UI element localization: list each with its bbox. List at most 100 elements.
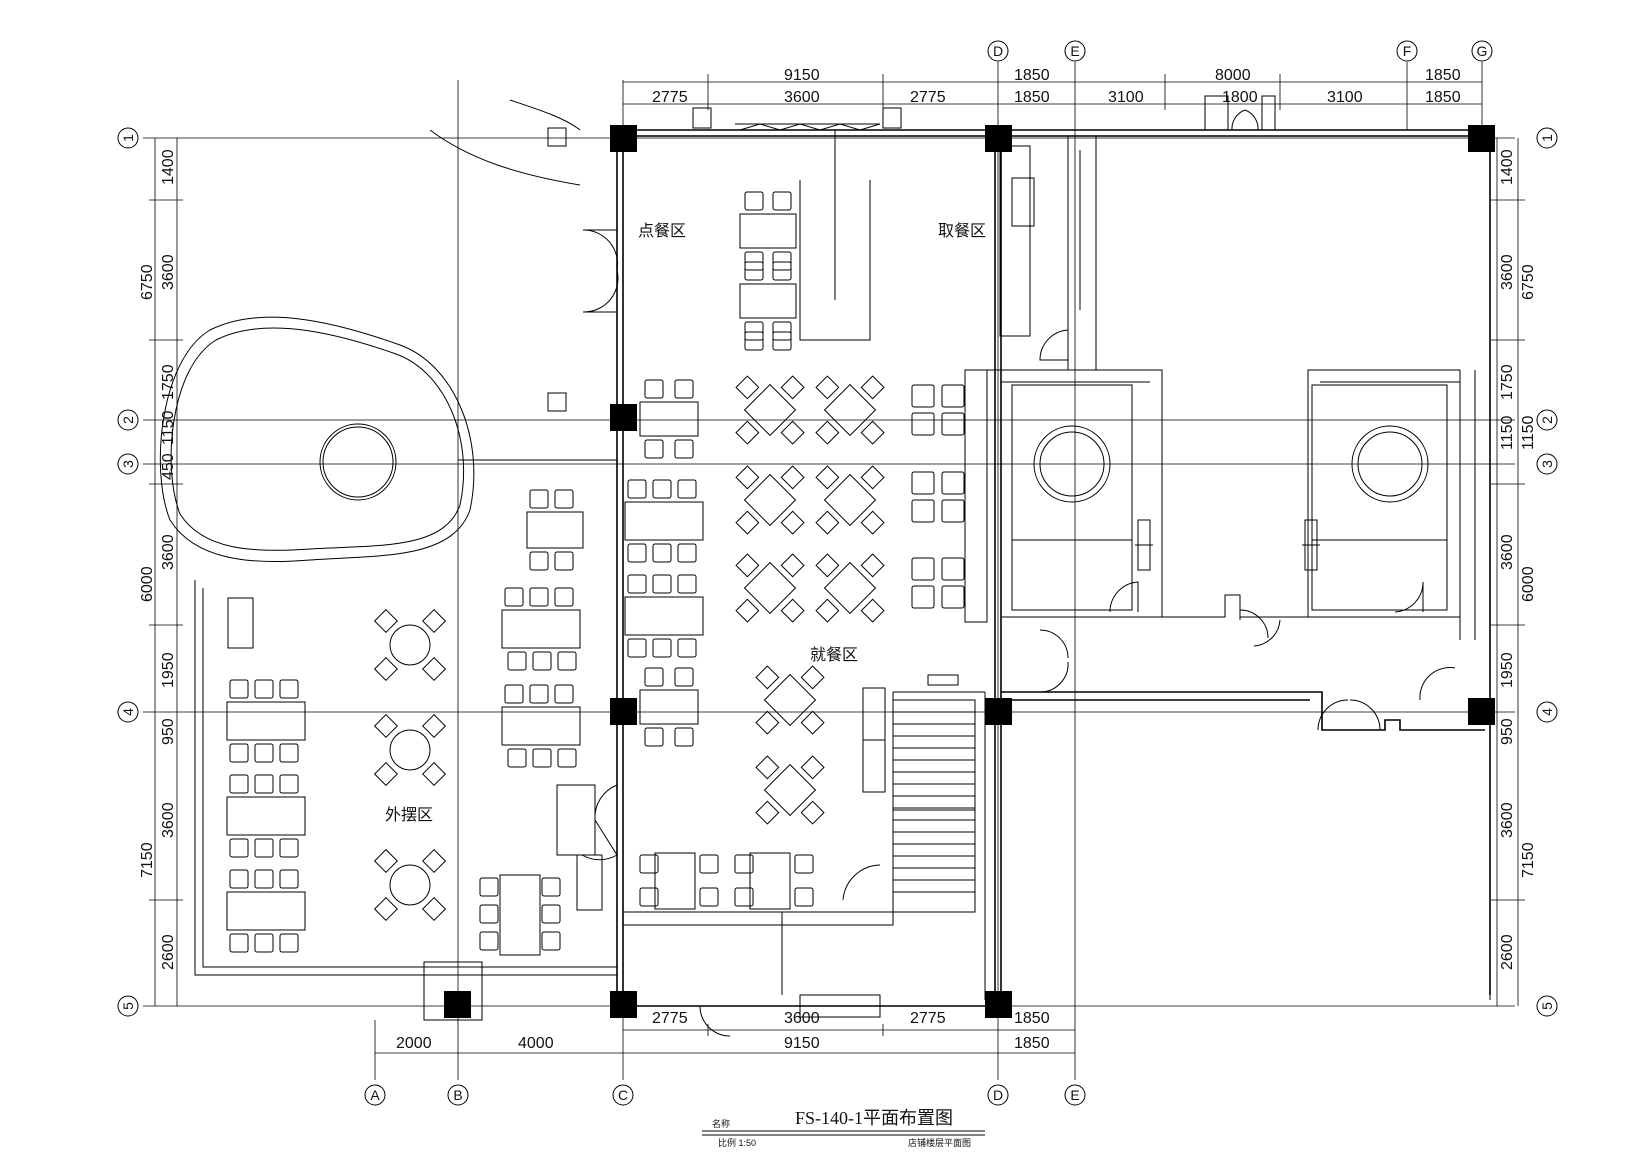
dim-label: 1850 — [1014, 67, 1050, 84]
title-prefix: 名称 — [712, 1118, 730, 1129]
axis-bubble-label: 3 — [1539, 460, 1555, 468]
chair — [677, 638, 697, 658]
chair — [373, 762, 398, 787]
diamond-table-set — [755, 755, 825, 825]
chair — [755, 710, 780, 735]
dim-label: 450 — [160, 453, 177, 480]
dim-label: 7150 — [1520, 842, 1537, 878]
chair — [422, 713, 447, 738]
furniture-layout — [226, 191, 988, 956]
chair — [911, 499, 935, 523]
table — [501, 706, 581, 746]
chair — [699, 854, 719, 874]
table — [526, 511, 584, 549]
dim-label: 2000 — [396, 1035, 432, 1052]
axis-grid-lines — [143, 62, 1515, 1080]
chair — [794, 887, 814, 907]
axis-bubbles-left: 1 2 3 4 5 — [117, 127, 139, 1017]
chair — [422, 608, 447, 633]
chair — [532, 651, 552, 671]
dim-label: 1850 — [1014, 1010, 1050, 1027]
chair — [780, 465, 805, 490]
room-label-dining: 就餐区 — [810, 646, 858, 664]
chair — [529, 489, 549, 509]
table — [823, 473, 877, 527]
chair — [627, 543, 647, 563]
round-table-chairs — [373, 608, 447, 682]
dim-label: 1850 — [1014, 89, 1050, 106]
chair — [229, 869, 249, 889]
dim-label: 1750 — [1499, 364, 1516, 400]
table — [226, 796, 306, 836]
table — [739, 283, 797, 319]
chair — [860, 553, 885, 578]
chair — [780, 553, 805, 578]
chair — [254, 679, 274, 699]
chair — [229, 774, 249, 794]
axis-bubble-label: 1 — [120, 134, 136, 142]
chair — [279, 679, 299, 699]
chair — [373, 713, 398, 738]
axis-bubble-label: 2 — [1539, 416, 1555, 424]
chair — [941, 499, 965, 523]
chair — [911, 585, 935, 609]
chair — [279, 933, 299, 953]
chair — [479, 904, 499, 924]
chair — [279, 838, 299, 858]
axis-bubble: E — [1064, 1084, 1086, 1106]
chair — [744, 191, 764, 211]
dim-label: 2775 — [910, 1010, 946, 1027]
title-scale: 比例 1:50 — [718, 1137, 756, 1148]
axis-bubble-label: D — [993, 1087, 1003, 1103]
dim-label: 1400 — [160, 149, 177, 185]
chair — [815, 420, 840, 445]
dim-label: 1850 — [1014, 1035, 1050, 1052]
table — [823, 383, 877, 437]
axis-bubble-label: 5 — [1539, 1002, 1555, 1010]
dim-label: 1400 — [1499, 149, 1516, 185]
chair — [677, 574, 697, 594]
room-label-outdoor: 外摆区 — [385, 806, 433, 824]
chair — [744, 331, 764, 351]
chair — [911, 471, 935, 495]
dim-label: 3100 — [1327, 89, 1363, 106]
chair — [815, 553, 840, 578]
dim-label: 950 — [1499, 718, 1516, 745]
axis-bubble: 2 — [1536, 409, 1558, 431]
dim-label: 1800 — [1222, 89, 1258, 106]
axis-bubble-label: E — [1070, 43, 1079, 59]
axis-bubble-label: F — [1403, 43, 1412, 59]
table — [226, 891, 306, 931]
dims-left-inner: 1400 3600 1750 1150 450 150 3600 1950 95… — [160, 149, 177, 970]
room-label-pickup: 取餐区 — [938, 222, 986, 240]
chair — [744, 321, 764, 341]
axis-bubble-label: G — [1477, 43, 1488, 59]
chair — [507, 651, 527, 671]
chair — [735, 375, 760, 400]
diamond-table-set — [735, 375, 805, 445]
chair — [744, 251, 764, 271]
dims-bottom-inner: 2775 3600 2775 1850 — [652, 1010, 1050, 1027]
chair — [557, 651, 577, 671]
chair — [772, 251, 792, 271]
dim-label: 4000 — [518, 1035, 554, 1052]
dim-label: 1150 — [160, 410, 177, 445]
doors — [581, 229, 1456, 1037]
chair — [755, 800, 780, 825]
axis-bubble-label: A — [370, 1087, 380, 1103]
chair — [755, 755, 780, 780]
chair — [772, 321, 792, 341]
axis-bubble-label: C — [618, 1087, 628, 1103]
chair — [800, 755, 825, 780]
chair — [529, 551, 549, 571]
table — [654, 852, 696, 910]
chair — [254, 869, 274, 889]
chair — [644, 667, 664, 687]
chair — [772, 261, 792, 281]
chair — [755, 665, 780, 690]
chair — [860, 598, 885, 623]
chair — [644, 439, 664, 459]
table — [739, 213, 797, 249]
diamond-table-set — [815, 465, 885, 535]
